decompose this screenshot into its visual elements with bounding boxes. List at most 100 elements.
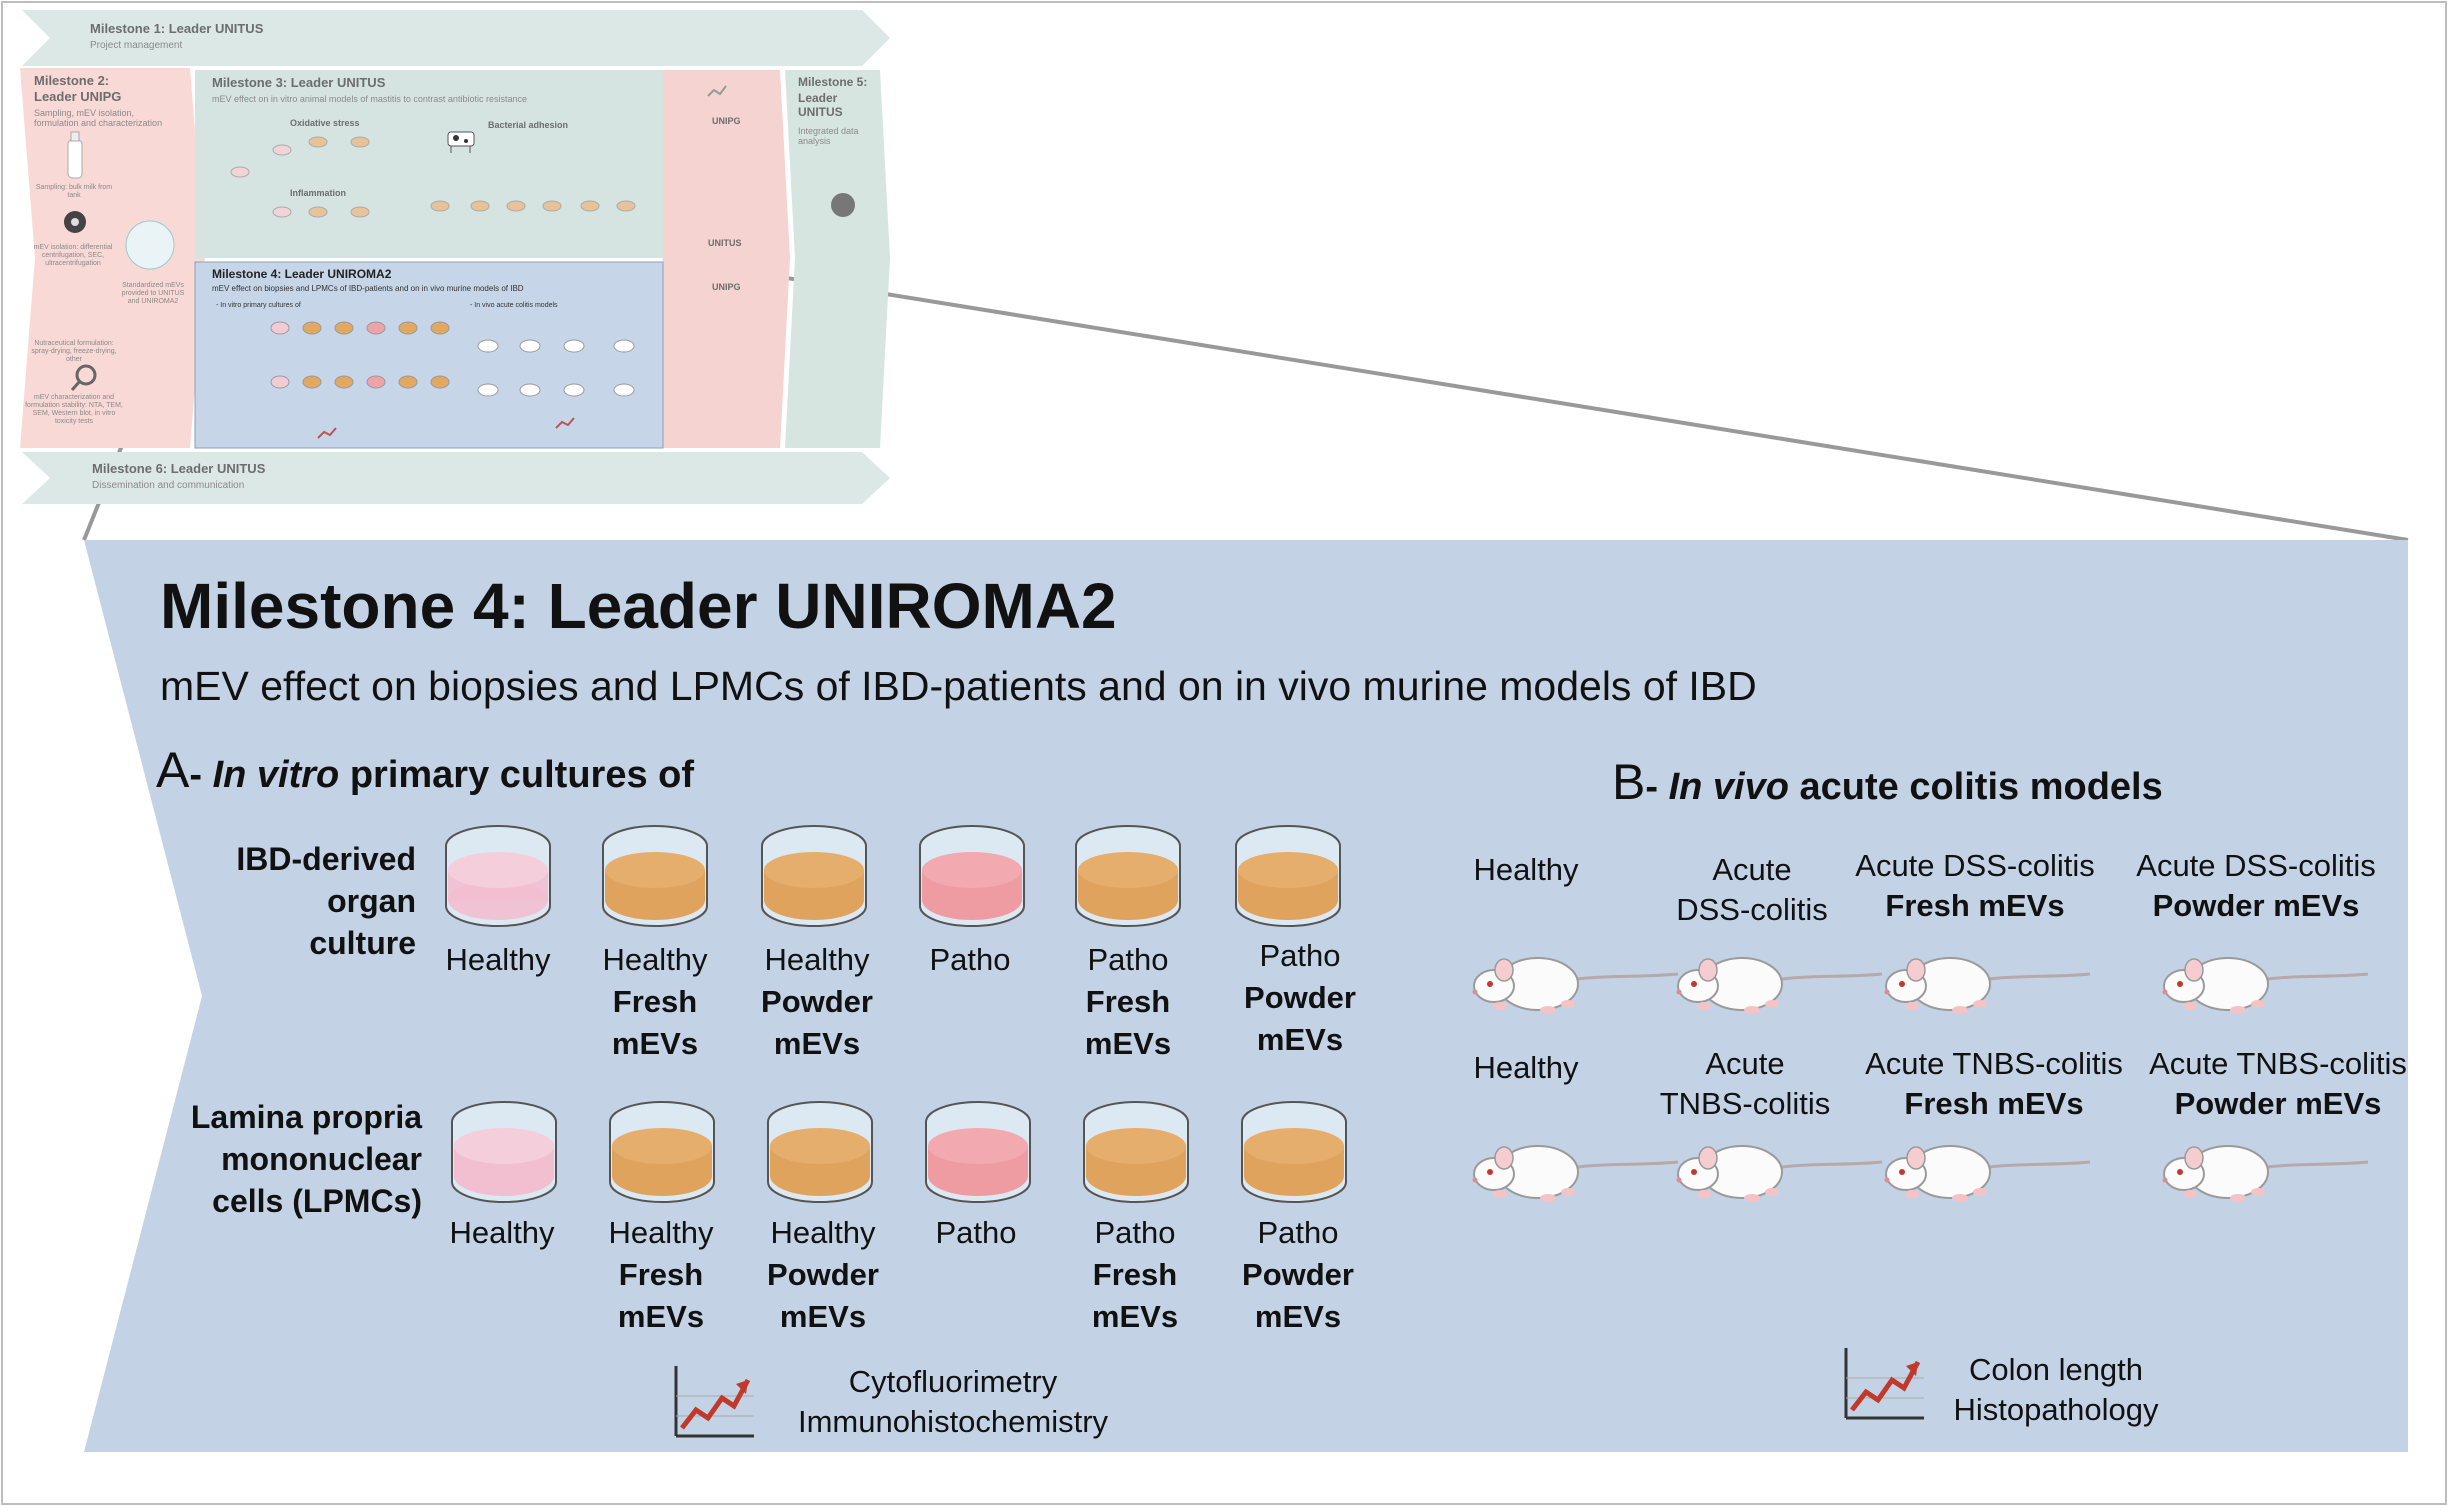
dish-label-line: mEVs — [1256, 1022, 1344, 1057]
readout-b-line: Histopathology — [1953, 1392, 2159, 1427]
dish-label: Healthy — [388, 939, 608, 981]
m3-inflammation: Inflammation — [290, 188, 347, 198]
milestone-5-box — [785, 70, 890, 448]
m1-title: Milestone 1: Leader UNITUS — [90, 21, 264, 36]
dish-label-line: Healthy — [445, 942, 551, 977]
section-a-letter: A — [156, 742, 190, 798]
m2-title: Milestone 2: — [34, 73, 110, 88]
m3-dish — [230, 166, 250, 178]
m4-sub-thumb: mEV effect on biopsies and LPMCs of IBD-… — [212, 284, 524, 293]
m6-sub: Dissemination and communication — [92, 480, 245, 491]
m3-dish — [470, 200, 490, 212]
dish-label-line: mEVs — [611, 1026, 699, 1061]
petri-dish-icon — [602, 825, 708, 927]
petri-dish-icon — [1083, 1101, 1189, 1203]
dish-label-line: Healthy — [764, 942, 870, 977]
row-1-label-line: IBD-derived — [236, 841, 416, 877]
petri-dish-icon — [1235, 825, 1341, 927]
milestone-2-box — [20, 68, 205, 448]
m2-sub: Sampling, mEV isolation, formulation and… — [34, 108, 163, 129]
m4-dish — [334, 321, 354, 335]
mouse-label-line: Fresh mEVs — [1904, 1086, 2084, 1121]
milestone-3-box — [195, 70, 663, 258]
mouse-label-line: Acute — [1712, 852, 1792, 887]
m4-dish — [270, 375, 290, 389]
readout-a-line: Immunohistochemistry — [797, 1404, 1109, 1439]
m3-dish — [580, 200, 600, 212]
m4-dish — [270, 321, 290, 335]
uniroma-label: UNIPG — [712, 282, 741, 292]
section-a-heading: A- In vitro primary cultures of — [156, 742, 695, 798]
dishes-row-2 — [451, 1101, 1347, 1203]
row-2-label-line: cells (LPMCs) — [212, 1183, 422, 1219]
m3-bacterial: Bacterial adhesion — [488, 120, 569, 130]
m4-a-thumb: - In vitro primary cultures of — [216, 302, 301, 309]
vesicle-icon — [125, 220, 175, 270]
m4-mouse — [477, 383, 499, 397]
mouse-label: Healthy — [1426, 1048, 1626, 1088]
dish-label-line: mEVs — [1254, 1299, 1342, 1334]
unitus-label: UNITUS — [708, 238, 742, 248]
row-1-label: IBD-derived organ culture — [160, 838, 416, 964]
mouse-label-line: DSS-colitis — [1676, 892, 1828, 927]
centrifuge-hub — [71, 218, 79, 226]
readout-a-line: Cytofluorimetry — [848, 1364, 1058, 1399]
magnifier-icon — [75, 364, 97, 386]
m4-b-thumb: - In vivo acute colitis models — [470, 302, 558, 309]
m4-mouse — [613, 339, 635, 353]
dish-label-line: mEVs — [1091, 1299, 1179, 1334]
dish-label-line: Powder — [1242, 1257, 1354, 1292]
dish-label-line: Healthy — [602, 942, 708, 977]
petri-dish-icon — [451, 1101, 557, 1203]
m2-item-5: Standardized mEVs provided to UNITUS and… — [121, 282, 185, 306]
mouse-label-line: Healthy — [1473, 1050, 1579, 1085]
m4-mouse — [519, 339, 541, 353]
petri-dish-icon — [445, 825, 551, 927]
dishes-row-1 — [445, 825, 1341, 927]
petri-dish-icon — [925, 1101, 1031, 1203]
m3-dish — [616, 200, 636, 212]
m3-title: Milestone 3: Leader UNITUS — [212, 75, 386, 90]
m3-dish — [542, 200, 562, 212]
milestone-4-panel — [84, 540, 2408, 1452]
panel-title: Milestone 4: Leader UNIROMA2 — [160, 570, 1117, 642]
petri-dish-icon — [761, 825, 867, 927]
section-a-italic: In vitro — [212, 754, 340, 796]
m2-item-1: Sampling: bulk milk from tank — [35, 184, 113, 200]
dish-label-line: Powder — [1244, 980, 1356, 1015]
m4-dish — [334, 375, 354, 389]
m4-dish — [302, 375, 322, 389]
section-b-rest: acute colitis models — [1788, 766, 2163, 808]
dish-label-line: Patho — [935, 1215, 1017, 1250]
readout-b: Colon length Histopathology — [1916, 1350, 2196, 1430]
section-a-rest: primary cultures of — [339, 754, 695, 796]
m2-item-4: mEV characterization and formulation sta… — [25, 394, 123, 426]
m4-mouse — [563, 339, 585, 353]
dish-label-line: Powder — [761, 984, 873, 1019]
brain-icon — [831, 193, 855, 217]
m3-sub: mEV effect on in vitro animal models of … — [212, 94, 527, 104]
dish-label: Healthy — [392, 1212, 612, 1254]
panel-subtitle: mEV effect on biopsies and LPMCs of IBD-… — [160, 663, 1757, 709]
readout-a: Cytofluorimetry Immunohistochemistry — [788, 1362, 1118, 1442]
dish-label: Patho — [866, 1212, 1086, 1254]
mouse-label-line: Powder mEVs — [2174, 1086, 2382, 1121]
m4-dish — [398, 375, 418, 389]
m3-dish — [430, 200, 450, 212]
dish-label: Patho — [860, 939, 1080, 981]
m5-title: Milestone 5: — [798, 75, 868, 89]
line-chart-icon — [555, 417, 575, 429]
dish-label-line: Patho — [1087, 942, 1169, 977]
mouse-label-line: Fresh mEVs — [1885, 888, 2065, 923]
readout-b-line: Colon length — [1968, 1352, 2144, 1387]
cow-icon — [447, 131, 475, 153]
